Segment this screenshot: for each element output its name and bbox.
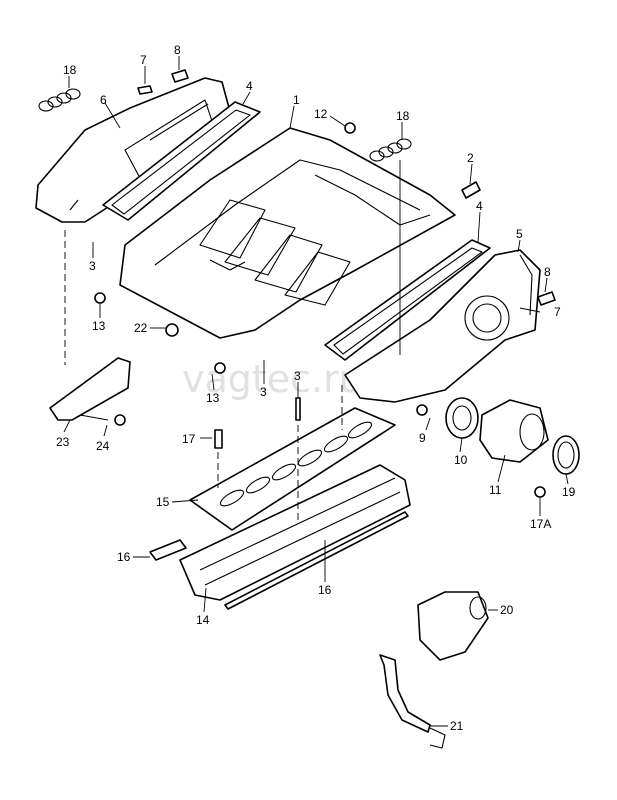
actuator — [417, 591, 489, 661]
callout-7: 7 — [140, 53, 147, 67]
callout-14: 14 — [196, 613, 210, 627]
vacuum-hose — [379, 654, 446, 749]
intake-manifold-upper — [119, 127, 456, 339]
leader-lines — [63, 56, 569, 727]
callout-6: 6 — [100, 93, 107, 107]
callout-2: 2 — [467, 151, 474, 165]
callout-3: 3 — [89, 259, 96, 273]
fasteners — [94, 69, 556, 498]
right-air-duct — [344, 249, 541, 403]
watermark: vagtec.ru — [182, 357, 363, 401]
gasket-strip — [224, 511, 409, 610]
left-gasket-frame — [102, 101, 261, 221]
callout-16: 16 — [117, 550, 131, 564]
callout-22: 22 — [134, 321, 148, 335]
callout-9: 9 — [419, 431, 426, 445]
throttle-body — [479, 399, 549, 463]
callout-1: 1 — [293, 93, 300, 107]
sealing-rings-left — [38, 88, 81, 112]
right-gasket-frame — [324, 239, 491, 361]
callout-16: 16 — [318, 583, 332, 597]
callout-19: 19 — [562, 485, 576, 499]
manifold-gasket — [189, 407, 396, 531]
callout-4: 4 — [476, 199, 483, 213]
callout-18: 18 — [63, 63, 77, 77]
bracket — [49, 357, 131, 421]
callout-23: 23 — [56, 435, 70, 449]
dashed-guides — [64, 230, 343, 520]
callout-13: 13 — [92, 319, 106, 333]
sealing-rings-right — [369, 138, 412, 162]
callout-17: 17 — [182, 432, 196, 446]
callout-5: 5 — [516, 227, 523, 241]
callout-11: 11 — [489, 483, 502, 497]
callout-13: 13 — [206, 391, 220, 405]
callout-21: 21 — [450, 719, 464, 733]
intake-manifold-lower — [179, 464, 411, 601]
callout-10: 10 — [454, 453, 468, 467]
callout-3: 3 — [260, 385, 267, 399]
callout-15: 15 — [156, 495, 170, 509]
callout-4: 4 — [246, 79, 253, 93]
callout-7: 7 — [554, 305, 561, 319]
throttle-gasket — [445, 397, 479, 439]
callout-17a: 17A — [530, 517, 551, 531]
callouts: 1 2 3 3 3 4 4 5 6 7 7 8 8 9 10 11 12 13 … — [56, 43, 576, 733]
callout-8: 8 — [544, 265, 551, 279]
callout-8: 8 — [174, 43, 181, 57]
gasket-tab — [149, 539, 187, 561]
callout-20: 20 — [500, 603, 514, 617]
callout-12: 12 — [314, 107, 328, 121]
callout-3: 3 — [294, 369, 301, 383]
hose-clamp — [552, 435, 580, 475]
callout-18: 18 — [396, 109, 410, 123]
callout-24: 24 — [96, 439, 110, 453]
